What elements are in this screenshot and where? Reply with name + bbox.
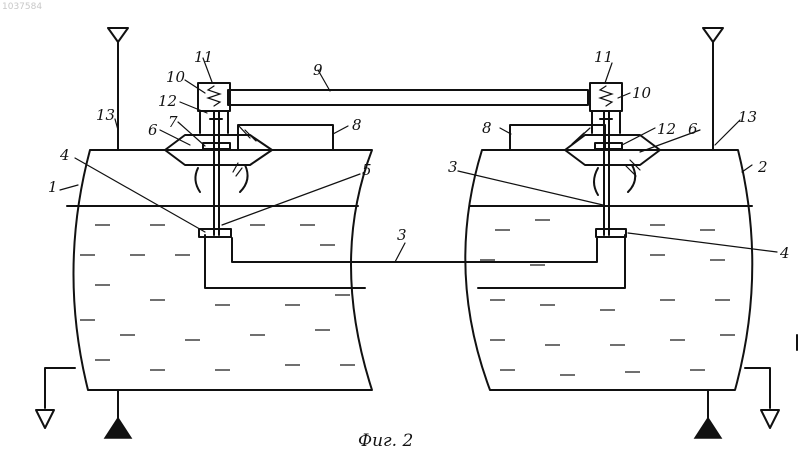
part-labels: 1 2 3 3 3 4 4 5 6 6 7 8 8 9 10 10 11 11 … <box>48 48 790 262</box>
right-ground-drain <box>745 368 779 428</box>
label-2: 2 <box>757 158 768 176</box>
right-ground-base <box>695 390 721 438</box>
right-antenna <box>703 28 723 150</box>
label-7: 7 <box>168 113 178 131</box>
label-12-left: 12 <box>158 92 177 110</box>
label-12-right: 12 <box>657 120 676 138</box>
label-6-right: 6 <box>688 120 698 138</box>
label-1: 1 <box>48 178 58 196</box>
label-6-left: 6 <box>148 121 158 139</box>
leader-lines <box>60 58 777 262</box>
left-ground-drain <box>36 368 75 428</box>
label-10-right: 10 <box>632 84 652 102</box>
label-13-left: 13 <box>96 106 115 124</box>
label-13-right: 13 <box>738 108 757 126</box>
label-3-right: 3 <box>448 158 458 176</box>
connecting-pipe-bottom <box>199 229 626 288</box>
figure-caption: Фиг. 2 <box>358 431 413 451</box>
label-9: 9 <box>313 61 323 79</box>
label-8-left: 8 <box>352 116 362 134</box>
left-ground-base <box>105 390 131 438</box>
connecting-pipe-top <box>228 90 588 105</box>
watermark: 1037584 <box>2 2 42 12</box>
label-8-right: 8 <box>482 119 492 137</box>
label-5: 5 <box>362 161 372 179</box>
label-4-left: 4 <box>59 146 70 164</box>
label-4-right: 4 <box>779 244 790 262</box>
left-antenna <box>108 28 128 150</box>
label-11-right: 11 <box>594 48 613 66</box>
left-tank-liquid-dashes <box>80 225 355 370</box>
right-tank-liquid-dashes <box>480 220 735 375</box>
label-10-left: 10 <box>166 68 186 86</box>
label-11-left: 11 <box>194 48 213 66</box>
label-3-bottom-pipe: 3 <box>397 226 407 244</box>
